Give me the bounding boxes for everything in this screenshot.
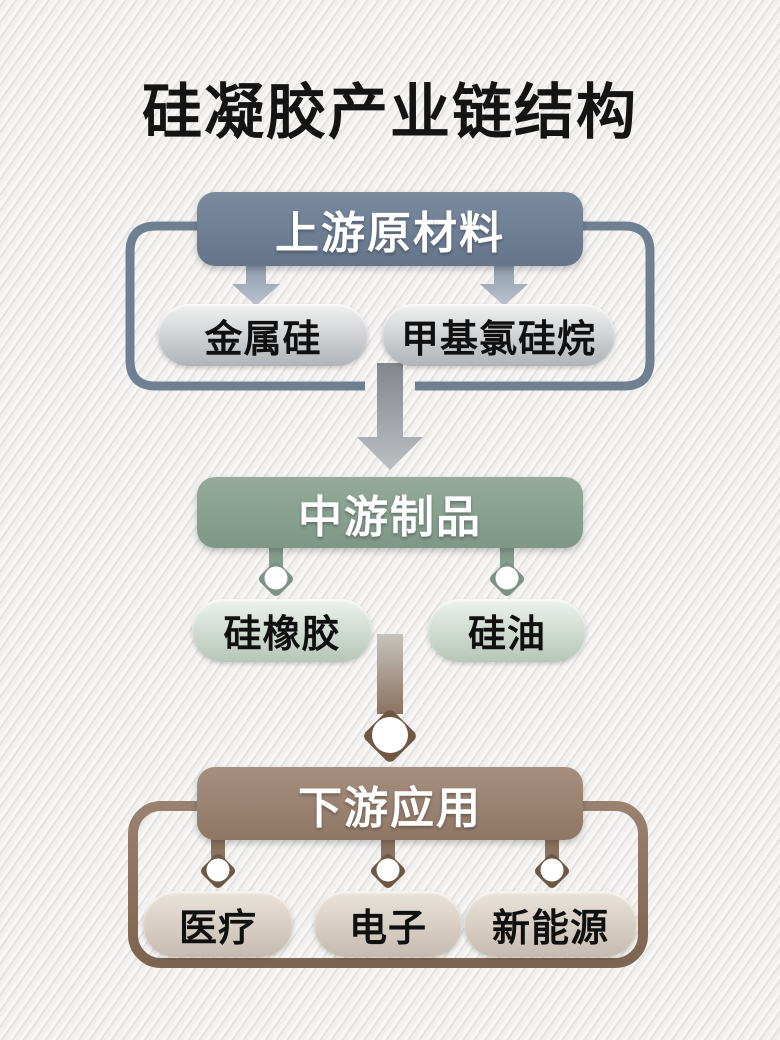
down-arrow-icon bbox=[232, 265, 280, 306]
connector-dot bbox=[264, 566, 288, 590]
node-silicone-rubber: 硅橡胶 bbox=[192, 599, 372, 662]
connector-stem bbox=[381, 838, 395, 859]
page-title: 硅凝胶产业链结构 bbox=[142, 79, 638, 146]
connector-dot bbox=[495, 566, 519, 590]
down-arrow-icon bbox=[480, 265, 528, 306]
node-metal-silicon: 金属硅 bbox=[158, 304, 368, 366]
connector-stem bbox=[545, 838, 559, 859]
node-silicone-oil: 硅油 bbox=[428, 599, 586, 662]
connector-stem bbox=[500, 546, 514, 568]
connector-dot bbox=[376, 858, 400, 882]
midstream-header: 中游制品 bbox=[197, 477, 583, 548]
connector-stem bbox=[269, 546, 283, 568]
node-medical: 医疗 bbox=[143, 891, 293, 957]
connector-dot bbox=[206, 858, 230, 882]
connector-dot bbox=[540, 858, 564, 882]
connector-dot bbox=[372, 717, 408, 753]
node-methyl-chlorosilane: 甲基氯硅烷 bbox=[382, 304, 615, 366]
connector-stem bbox=[211, 838, 225, 859]
connector-stem bbox=[377, 634, 403, 714]
node-electronics: 电子 bbox=[314, 891, 462, 957]
downstream-header: 下游应用 bbox=[197, 767, 583, 840]
upstream-header: 上游原材料 bbox=[197, 192, 583, 266]
node-new-energy: 新能源 bbox=[464, 891, 637, 957]
down-arrow-icon bbox=[357, 363, 423, 470]
